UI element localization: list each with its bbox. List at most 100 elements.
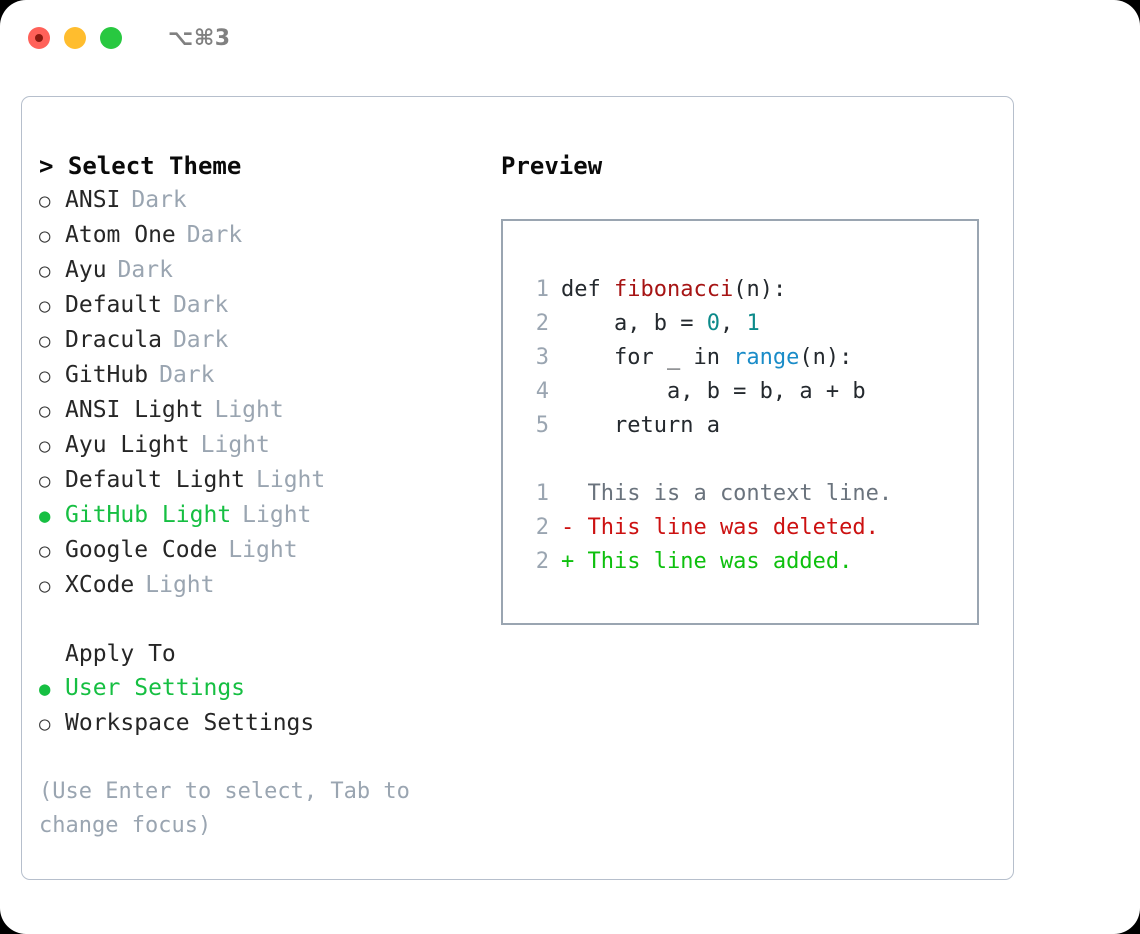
code-line-number: 5: [535, 413, 549, 438]
code-line: 1 def fibonacci(n):: [523, 273, 977, 307]
theme-option-ansi[interactable]: ○ ANSI Dark: [39, 183, 499, 218]
apply-to-option-workspace-settings[interactable]: ○Workspace Settings: [39, 706, 499, 741]
radio-unselected-icon: ○: [39, 190, 51, 212]
code-line-number: 3: [535, 345, 549, 370]
radio-unselected-icon: ○: [39, 435, 51, 457]
code-token-plain: def: [561, 277, 614, 302]
titlebar-shortcut-label: ⌥⌘3: [168, 25, 231, 51]
theme-option-variant-badge: Light: [256, 467, 326, 493]
keyboard-hint-line-1: (Use Enter to select, Tab to: [39, 779, 410, 804]
radio-selected-icon: ●: [39, 505, 51, 527]
theme-option-default[interactable]: ○ Default Dark: [39, 288, 499, 323]
code-line-text: for _ in range(n):: [561, 341, 852, 375]
apply-to-list[interactable]: ●User Settings○Workspace Settings: [39, 671, 499, 741]
diff-line-text-context: This is a context line.: [561, 481, 893, 506]
apply-to-header: Apply To: [65, 641, 176, 667]
code-line-number: 4: [535, 379, 549, 404]
code-line: 5 return a: [523, 409, 977, 443]
theme-option-variant-badge: Dark: [172, 292, 229, 318]
theme-option-label: ANSI Light: [65, 397, 204, 423]
radio-unselected-icon: ○: [39, 365, 51, 387]
spacer: [39, 603, 499, 637]
diff-line: 2 - This line was deleted.: [523, 511, 977, 545]
diff-line-number: 2: [535, 515, 549, 540]
theme-option-dracula[interactable]: ○ Dracula Dark: [39, 323, 499, 358]
keyboard-hint-line-2: change focus): [39, 813, 212, 838]
code-token-plain: return a: [561, 413, 720, 438]
radio-unselected-icon: ○: [39, 540, 51, 562]
close-window-icon[interactable]: [28, 27, 50, 49]
radio-unselected-icon: ○: [39, 295, 51, 317]
code-line-text: return a: [561, 409, 720, 443]
code-line: 4 a, b = b, a + b: [523, 375, 977, 409]
diff-line: 2 + This line was added.: [523, 545, 977, 579]
code-token-plain: (n):: [733, 277, 787, 302]
code-token-num: 0: [706, 311, 720, 336]
theme-option-label: ANSI: [65, 187, 121, 213]
code-token-plain: ,: [719, 311, 747, 336]
theme-option-label: XCode: [65, 572, 135, 598]
diff-sample: 1 This is a context line. 2 - This line wa…: [523, 477, 977, 579]
theme-option-label: Dracula: [65, 327, 162, 353]
diff-line-number: 1: [535, 481, 549, 506]
radio-unselected-icon: ○: [39, 260, 51, 282]
code-line-text: a, b = 0, 1: [561, 307, 760, 341]
theme-option-variant-badge: Dark: [131, 187, 187, 213]
radio-unselected-icon: ○: [39, 470, 51, 492]
minimize-window-icon[interactable]: [64, 27, 86, 49]
theme-option-google-code[interactable]: ○ Google Code Light: [39, 533, 499, 568]
apply-to-option-user-settings[interactable]: ●User Settings: [39, 671, 499, 706]
theme-option-variant-badge: Light: [242, 502, 312, 528]
theme-option-variant-badge: Dark: [159, 362, 215, 388]
radio-unselected-icon: ○: [39, 713, 51, 735]
theme-option-label: Google Code: [65, 537, 218, 563]
code-line-number: 2: [535, 311, 549, 336]
code-line: 2 a, b = 0, 1: [523, 307, 977, 341]
code-token-plain: a, b = b, a + b: [561, 379, 866, 404]
traffic-light-group: [28, 27, 122, 49]
keyboard-hint-text: (Use Enter to select, Tab to change focu…: [39, 775, 439, 843]
code-line-number: 1: [535, 277, 549, 302]
radio-unselected-icon: ○: [39, 225, 51, 247]
theme-option-variant-badge: Light: [228, 537, 298, 563]
theme-option-label: Ayu Light: [65, 432, 190, 458]
code-token-call: range: [733, 345, 800, 370]
diff-line: 1 This is a context line.: [523, 477, 977, 511]
theme-option-label: Ayu: [65, 257, 107, 283]
code-token-plain: for _ in: [561, 345, 734, 370]
radio-unselected-icon: ○: [39, 330, 51, 352]
code-token-num: 1: [746, 311, 760, 336]
select-theme-header: > Select Theme: [39, 152, 242, 180]
code-line-text: a, b = b, a + b: [561, 375, 866, 409]
radio-selected-icon: ●: [39, 678, 51, 700]
diff-line-number: 2: [535, 549, 549, 574]
theme-option-label: GitHub: [65, 362, 149, 388]
diff-line-text-add: + This line was added.: [561, 549, 853, 574]
code-line-text: def fibonacci(n):: [561, 273, 786, 307]
diff-line-text-del: - This line was deleted.: [561, 515, 879, 540]
window-titlebar: ⌥⌘3: [0, 0, 1140, 76]
theme-option-label: Default: [65, 292, 162, 318]
theme-option-github[interactable]: ○ GitHub Dark: [39, 358, 499, 393]
spacer: [523, 443, 977, 477]
theme-option-variant-badge: Dark: [172, 327, 229, 353]
radio-unselected-icon: ○: [39, 400, 51, 422]
code-line: 3 for _ in range(n):: [523, 341, 977, 375]
code-token-fn: fibonacci: [613, 277, 734, 302]
code-token-plain: a, b =: [561, 311, 707, 336]
maximize-window-icon[interactable]: [100, 27, 122, 49]
